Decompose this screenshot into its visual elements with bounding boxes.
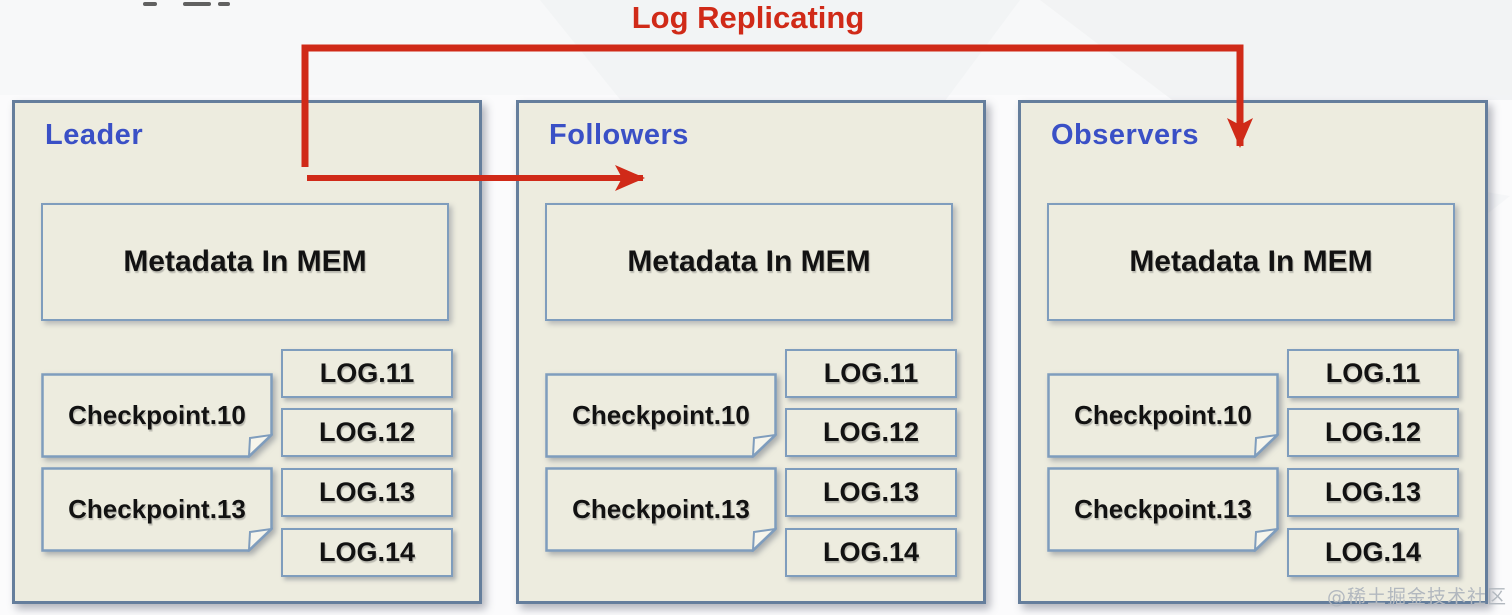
log-label: LOG.12 <box>1324 417 1422 447</box>
log-box: LOG.14 <box>281 528 453 577</box>
checkpoint-label: Checkpoint.10 <box>68 400 246 430</box>
node-title-leader: Leader <box>45 119 144 151</box>
metadata-label: Metadata In MEM <box>1129 245 1373 278</box>
followers-node: Followers Metadata In MEM Checkpoint.10 … <box>516 100 986 604</box>
log-box: LOG.13 <box>785 468 957 517</box>
checkpoint-label: Checkpoint.10 <box>572 400 750 430</box>
log-label: LOG.11 <box>319 358 415 388</box>
metadata-box: Metadata In MEM <box>1047 203 1455 321</box>
node-title-observers: Observers <box>1051 119 1199 151</box>
log-label: LOG.12 <box>318 417 416 447</box>
leader-node: Leader Metadata In MEM Checkpoint.10 Che… <box>12 100 482 604</box>
folded-corner-shape <box>1047 373 1279 458</box>
log-box: LOG.12 <box>1287 408 1459 457</box>
log-label: LOG.13 <box>822 477 920 507</box>
cropped-text-artifact <box>218 2 230 6</box>
folded-corner-shape <box>545 467 777 552</box>
checkpoint-label: Checkpoint.13 <box>1074 494 1252 524</box>
log-box: LOG.14 <box>1287 528 1459 577</box>
checkpoint-box: Checkpoint.10 <box>41 373 273 458</box>
log-label: LOG.11 <box>1325 358 1421 388</box>
log-box: LOG.11 <box>1287 349 1459 398</box>
watermark: @稀土掘金技术社区 <box>1326 586 1507 608</box>
log-box: LOG.11 <box>785 349 957 398</box>
log-box: LOG.11 <box>281 349 453 398</box>
log-label: LOG.13 <box>318 477 416 507</box>
log-label: LOG.13 <box>1324 477 1422 507</box>
folded-corner-shape <box>545 373 777 458</box>
checkpoint-box: Checkpoint.13 <box>1047 467 1279 552</box>
checkpoint-box: Checkpoint.13 <box>41 467 273 552</box>
log-replicating-label: Log Replicating <box>631 0 865 35</box>
log-box: LOG.12 <box>281 408 453 457</box>
checkpoint-label: Checkpoint.13 <box>572 494 750 524</box>
node-title-followers: Followers <box>549 119 689 151</box>
checkpoint-label: Checkpoint.10 <box>1074 400 1252 430</box>
folded-corner-shape <box>41 467 273 552</box>
log-label: LOG.12 <box>822 417 920 447</box>
checkpoint-box: Checkpoint.10 <box>545 373 777 458</box>
log-box: LOG.13 <box>1287 468 1459 517</box>
cropped-text-artifact <box>183 2 211 6</box>
metadata-label: Metadata In MEM <box>627 245 871 278</box>
checkpoint-box: Checkpoint.10 <box>1047 373 1279 458</box>
metadata-label: Metadata In MEM <box>123 245 367 278</box>
log-box: LOG.14 <box>785 528 957 577</box>
metadata-box: Metadata In MEM <box>545 203 953 321</box>
checkpoint-label: Checkpoint.13 <box>68 494 246 524</box>
log-label: LOG.14 <box>1324 537 1422 567</box>
metadata-box: Metadata In MEM <box>41 203 449 321</box>
folded-corner-shape <box>41 373 273 458</box>
observers-node: Observers Metadata In MEM Checkpoint.10 … <box>1018 100 1488 604</box>
cropped-text-artifact <box>143 2 157 6</box>
log-box: LOG.12 <box>785 408 957 457</box>
checkpoint-box: Checkpoint.13 <box>545 467 777 552</box>
log-label: LOG.14 <box>822 537 920 567</box>
log-label: LOG.14 <box>318 537 416 567</box>
log-label: LOG.11 <box>823 358 919 388</box>
log-box: LOG.13 <box>281 468 453 517</box>
folded-corner-shape <box>1047 467 1279 552</box>
